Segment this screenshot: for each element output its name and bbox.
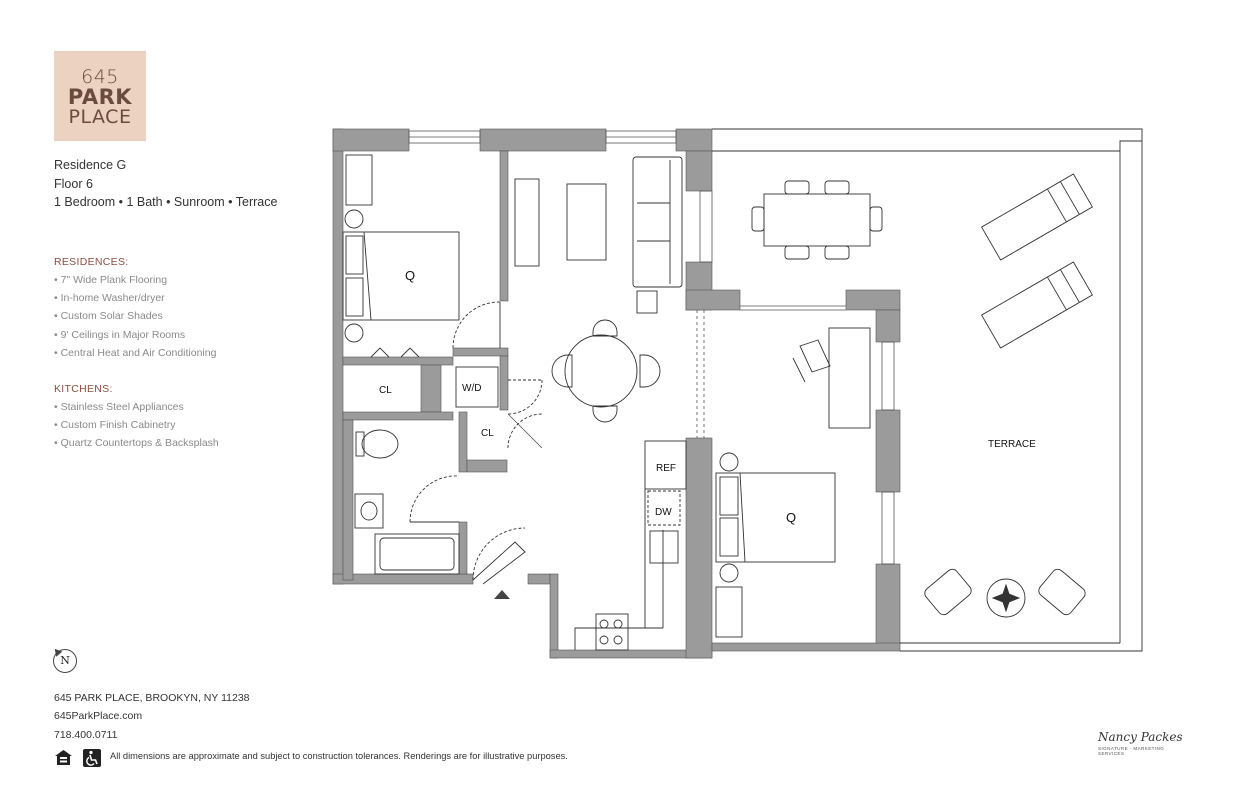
wall	[458, 521, 468, 575]
list-item: Quartz Countertops & Backsplash	[54, 434, 219, 452]
wall	[332, 128, 344, 585]
list-item: 7" Wide Plank Flooring	[54, 271, 216, 289]
residence-summary: 1 Bedroom • 1 Bath • Sunroom • Terrace	[54, 195, 278, 209]
residences-list: 7" Wide Plank Flooring In-home Washer/dr…	[54, 271, 217, 362]
bed-label-q1: Q	[405, 268, 415, 283]
wall	[499, 150, 509, 302]
wall	[549, 573, 559, 659]
list-item: Custom Finish Cabinetry	[54, 416, 219, 434]
residence-name: Residence G	[54, 158, 127, 172]
wd-label: W/D	[462, 383, 481, 394]
logo-line-2: PARK	[67, 85, 133, 109]
signature-tagline: SIGNATURE · MARKETING SERVICES	[1098, 746, 1165, 756]
nancy-packes-logo: Nancy Packes SIGNATURE · MARKETING SERVI…	[1098, 730, 1190, 760]
website-link[interactable]: 645ParkPlace.com	[54, 710, 143, 723]
ref-label: REF	[656, 463, 676, 474]
accessibility-icon	[82, 748, 101, 767]
dw-label: DW	[655, 507, 672, 518]
wall	[342, 356, 454, 366]
closet-label-1: CL	[379, 385, 392, 396]
wall	[685, 437, 713, 659]
wall	[479, 128, 607, 152]
wall	[875, 409, 901, 493]
list-item: Stainless Steel Appliances	[54, 398, 219, 416]
wall	[685, 289, 741, 311]
signature-name: Nancy Packes	[1098, 730, 1183, 744]
wall	[458, 411, 468, 473]
wall	[875, 309, 901, 343]
logo-line-1: 645	[81, 66, 119, 88]
residence-floor: Floor 6	[54, 176, 93, 191]
kitchens-list: Stainless Steel Appliances Custom Finish…	[54, 398, 219, 453]
address: 645 PARK PLACE, BROOKYN, NY 11238	[54, 692, 250, 704]
list-item: Central Heat and Air Conditioning	[54, 344, 217, 362]
terrace-label: TERRACE	[988, 439, 1036, 450]
wall	[527, 573, 551, 585]
wall	[420, 364, 442, 413]
disclaimer: All dimensions are approximate and subje…	[110, 751, 568, 761]
wall	[342, 411, 454, 421]
bed-label-q2: Q	[786, 510, 796, 525]
residences-heading: RESIDENCES:	[54, 256, 129, 268]
wall	[452, 347, 509, 357]
logo: 645 PARK PLACE	[54, 51, 146, 141]
equal-housing-icon	[54, 749, 73, 766]
entry-marker-icon	[494, 590, 510, 599]
wall	[466, 459, 508, 473]
wall	[332, 573, 474, 585]
compass-icon: N	[53, 649, 77, 673]
wall	[342, 419, 354, 581]
kitchens-heading: KITCHENS:	[54, 383, 113, 395]
list-item: In-home Washer/dryer	[54, 289, 216, 307]
list-item: Custom Solar Shades	[54, 307, 216, 325]
residence-info: Residence G Floor 6 1 Bedroom • 1 Bath •…	[54, 156, 277, 212]
logo-line-3: PLACE	[68, 106, 132, 128]
badges	[54, 748, 101, 767]
wall	[711, 642, 901, 652]
wall	[675, 128, 713, 152]
wall	[685, 150, 713, 192]
contact-info: 645 PARK PLACE, BROOKYN, NY 11238 645Par…	[54, 689, 250, 744]
closet-label-2: CL	[481, 428, 494, 439]
phone: 718.400.0711	[54, 728, 118, 741]
wall	[875, 563, 901, 645]
wall	[845, 289, 901, 311]
compass-letter: N	[60, 654, 70, 667]
wall	[332, 128, 410, 152]
list-item: 9' Ceilings in Major Rooms	[54, 326, 216, 344]
wall	[499, 355, 509, 411]
